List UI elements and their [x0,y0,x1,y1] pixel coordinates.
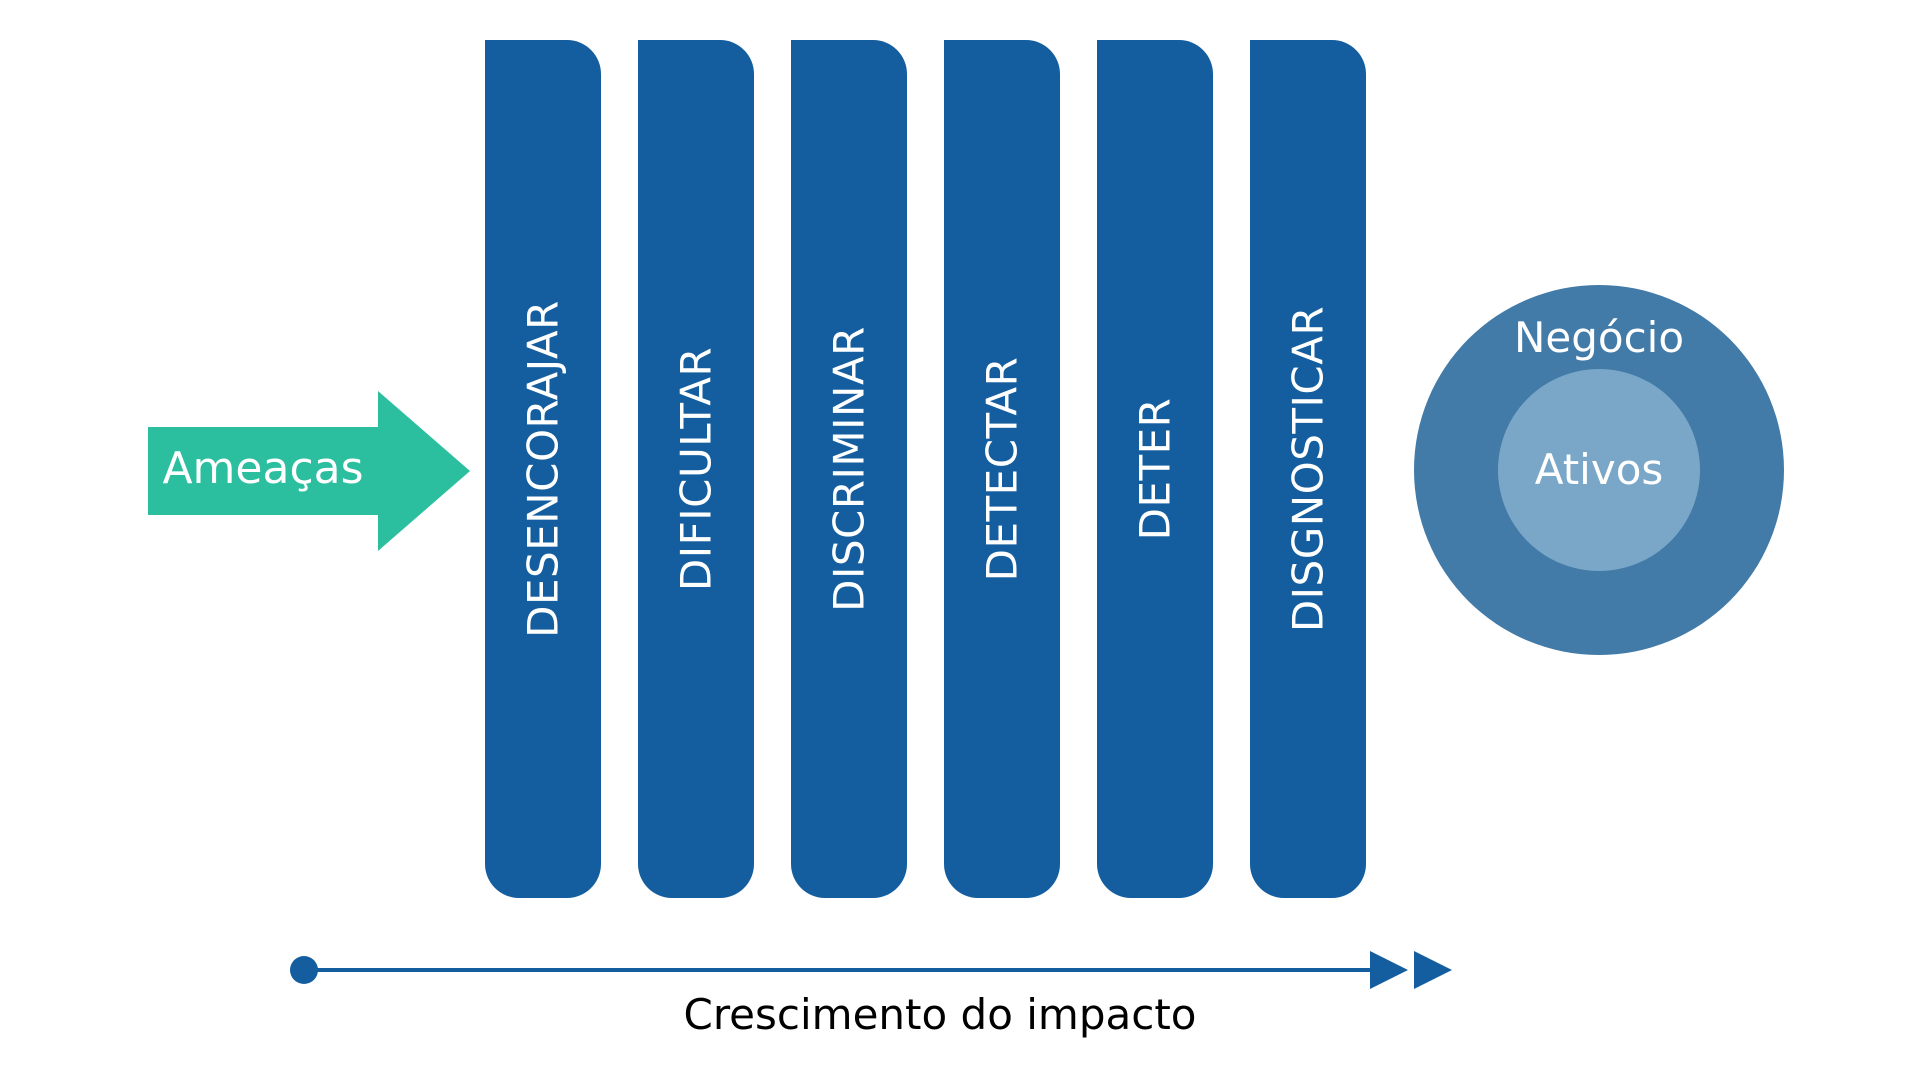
business-label: Negócio [1513,313,1685,362]
layer-label: DISCRIMINAR [824,326,874,612]
layer-label: DETER [1130,397,1180,541]
layer-detectar: DETECTAR [944,40,1060,898]
layer-label: DISGNOSTICAR [1283,305,1333,633]
threat-arrow-icon [148,391,470,551]
impact-axis-label: Crescimento do impacto [683,990,1197,1039]
layer-label: DIFICULTAR [671,346,721,592]
axis-arrowhead-2-icon [1414,951,1452,989]
assets-circle: Ativos [1498,369,1700,571]
business-circle: Negócio Ativos [1414,285,1784,655]
layer-label: DETECTAR [977,356,1027,582]
layer-dificultar: DIFICULTAR [638,40,754,898]
layer-desencorajar: DESENCORAJAR [485,40,601,898]
axis-arrowhead-1-icon [1370,951,1408,989]
impact-axis-arrow [290,951,1452,989]
layer-label: DESENCORAJAR [518,300,568,638]
layer-deter: DETER [1097,40,1213,898]
assets-label: Ativos [1534,445,1664,494]
layer-discriminar: DISCRIMINAR [791,40,907,898]
layer-disgnosticar: DISGNOSTICAR [1250,40,1366,898]
threat-label: Ameaças [162,443,364,494]
